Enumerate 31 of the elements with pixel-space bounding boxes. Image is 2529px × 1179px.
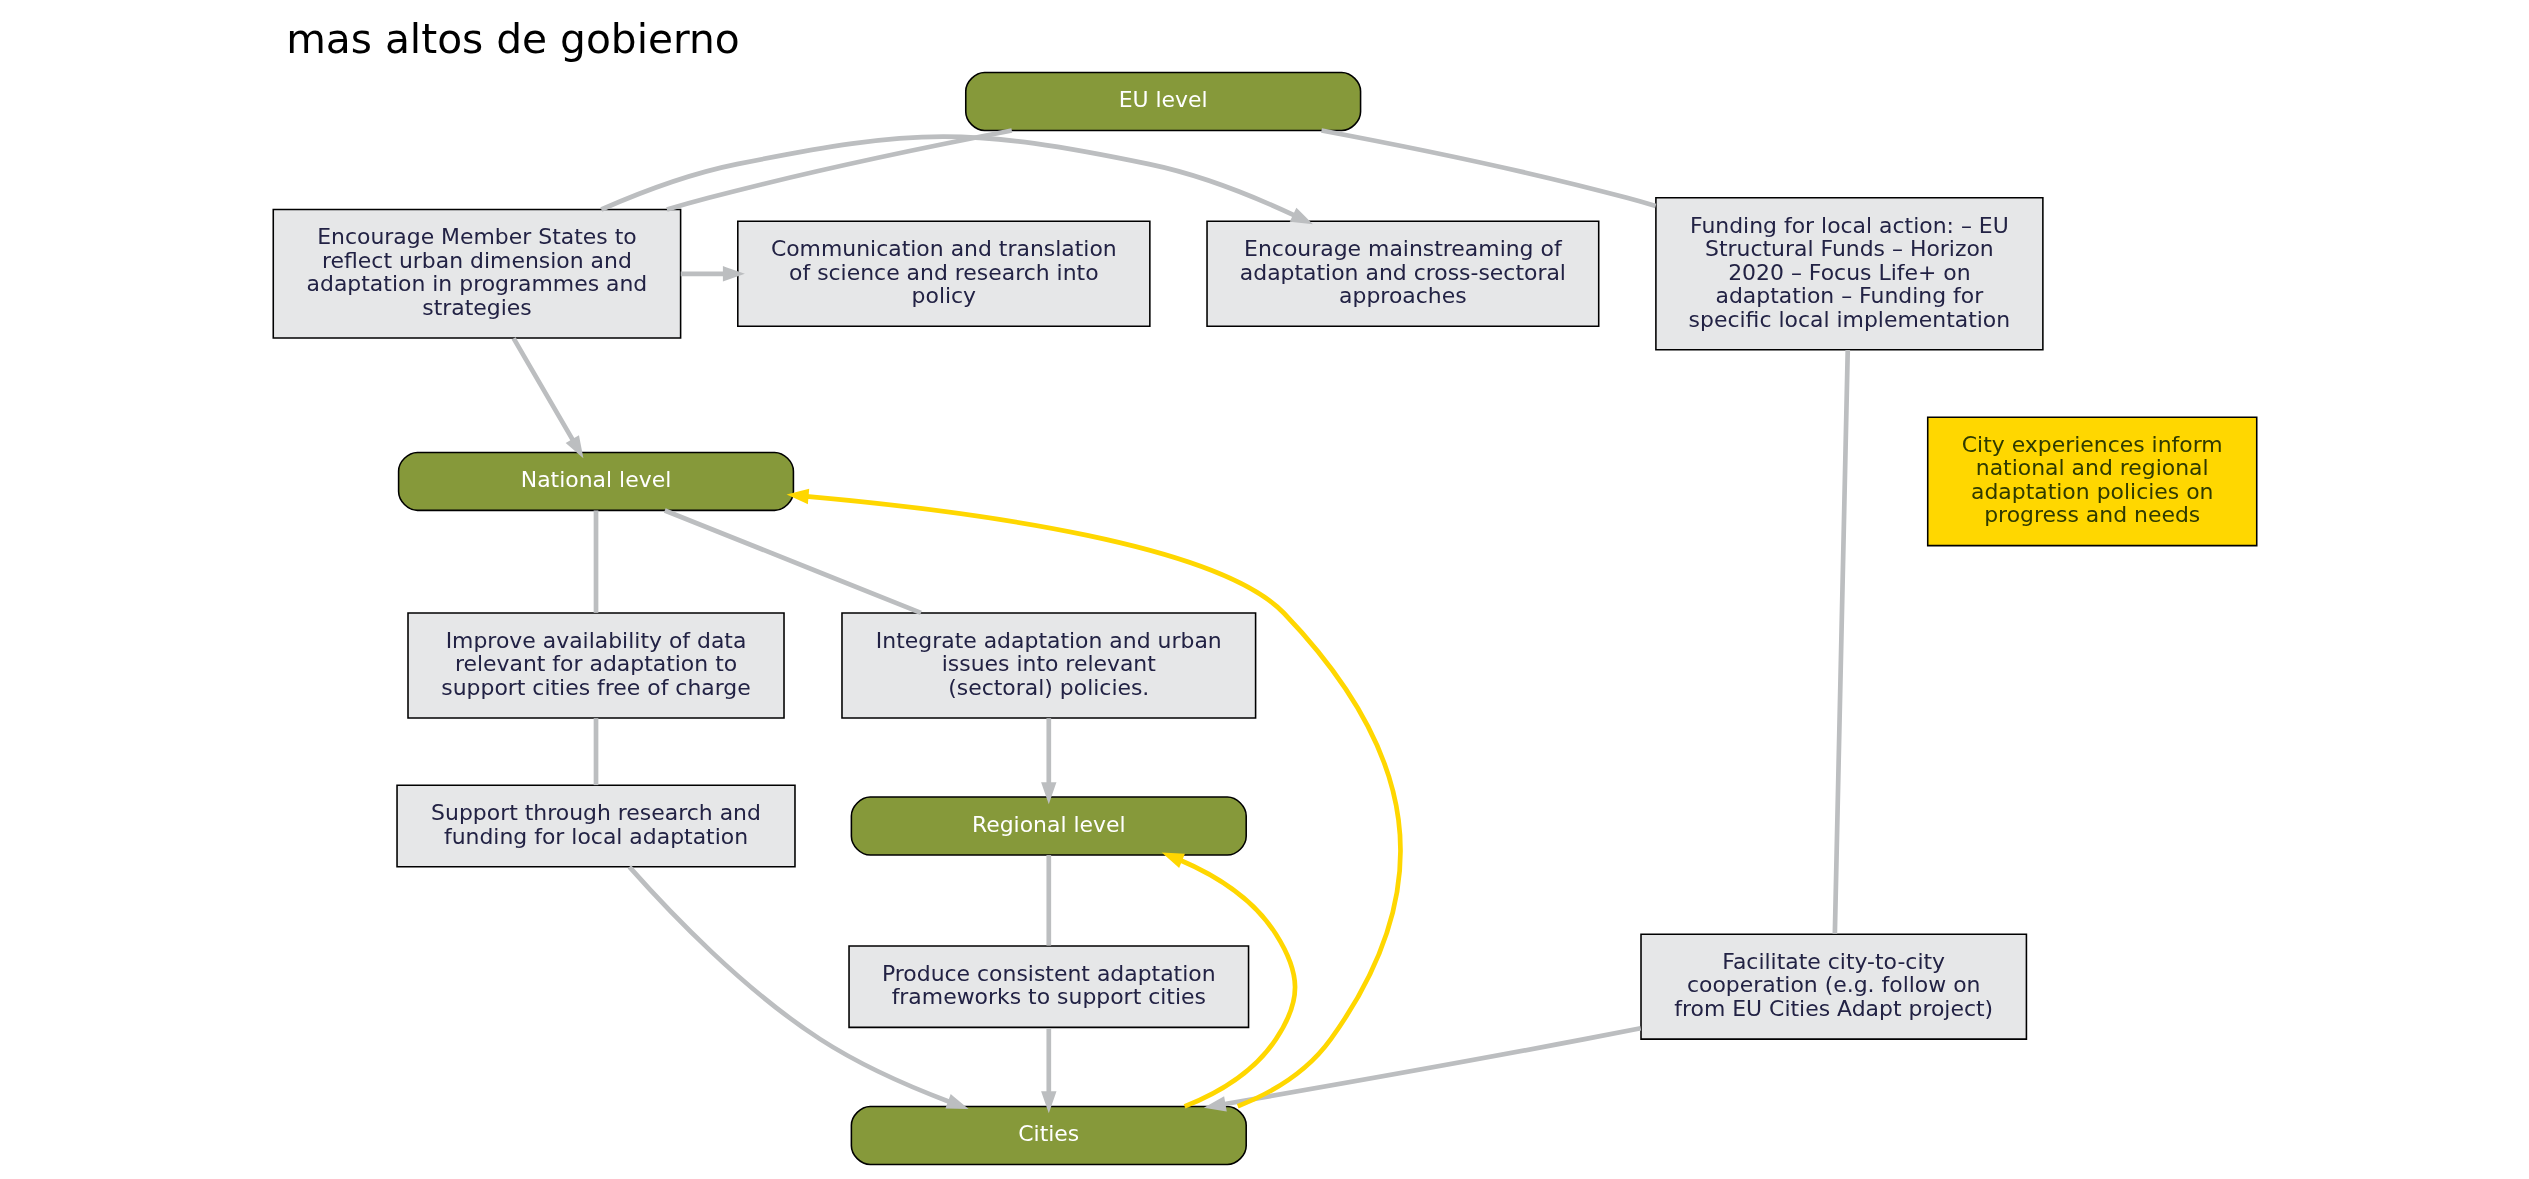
node-box: Cities bbox=[850, 1105, 1247, 1166]
node-box: Facilitate city-to-city cooperation (e.g. follow on from EU Cities Adapt project) bbox=[1639, 933, 2027, 1040]
node-box: Produce consistent adaptation frameworks to support cities bbox=[847, 945, 1249, 1029]
node-box: National level bbox=[397, 451, 794, 512]
arrow bbox=[1161, 852, 1297, 1109]
node-box: EU level bbox=[964, 71, 1361, 132]
connector bbox=[663, 508, 922, 615]
connector bbox=[593, 718, 598, 786]
node-box: Encourage Member States to reflect urban dimension and adaptation in programmes and strategies bbox=[272, 208, 681, 339]
node-box: Funding for local action: – EU Structural Funds – Horizon 2020 – Focus Life+ on adaptation – Funding for specific local implementation bbox=[1654, 197, 2044, 351]
node-box: Encourage mainstreaming of adaptation and cross-sectoral approaches bbox=[1205, 220, 1599, 328]
connector bbox=[665, 128, 1012, 212]
arrow bbox=[786, 488, 1403, 1109]
connector bbox=[1832, 349, 1850, 934]
node-box: Regional level bbox=[850, 796, 1247, 856]
node-box: Integrate adaptation and urban issues into relevant (sectoral) policies. bbox=[840, 612, 1256, 719]
node-box: City experiences inform national and regional adaptation policies on progress and needs bbox=[1926, 416, 2257, 547]
connector bbox=[1045, 855, 1051, 946]
connector bbox=[1320, 128, 1656, 209]
arrow bbox=[680, 266, 745, 282]
arrow bbox=[627, 865, 969, 1109]
arrow bbox=[1203, 1025, 1641, 1112]
node-box: Improve availability of data relevant for adaptation to support cities free of charge bbox=[406, 612, 785, 719]
arrow bbox=[511, 337, 583, 459]
diagram-title: mas altos de gobierno bbox=[285, 15, 740, 64]
arrow bbox=[1040, 1028, 1056, 1114]
node-box: Communication and translation of science and research into policy bbox=[736, 220, 1151, 328]
arrow bbox=[599, 134, 1313, 225]
arrow bbox=[1040, 718, 1056, 805]
connector bbox=[593, 510, 598, 613]
node-box: Support through research and funding for local adaptation bbox=[395, 784, 796, 868]
